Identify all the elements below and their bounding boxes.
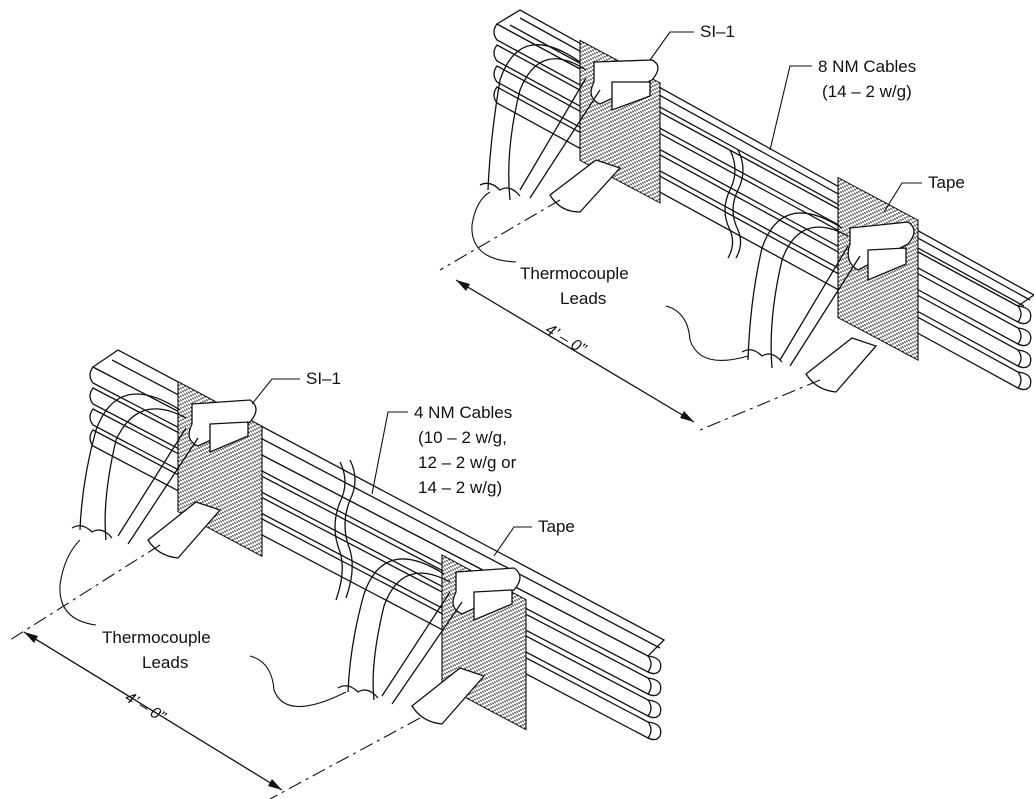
top-break-line bbox=[732, 149, 744, 259]
top-tape-wrap-right bbox=[805, 176, 919, 393]
bottom-thermocouple-label-line1: Thermocouple bbox=[102, 628, 211, 647]
bottom-break-line bbox=[344, 459, 356, 599]
bottom-sample-label: SI–1 bbox=[306, 369, 341, 388]
top-cable-top-face bbox=[495, 9, 1034, 307]
bottom-centerline-left bbox=[9, 544, 161, 641]
bottom-tape-wrap-left bbox=[147, 380, 263, 559]
bottom-tape-wrap-right bbox=[411, 554, 527, 731]
top-centerline-right bbox=[699, 379, 821, 431]
top-cable-3 bbox=[493, 65, 1022, 367]
top-thermocouple-label-line2: Leads bbox=[560, 289, 606, 308]
top-cables-label-line2: (14 – 2 w/g) bbox=[822, 82, 912, 101]
top-dimension-label: 4’ – 0” bbox=[542, 321, 589, 358]
bottom-dimension-line bbox=[23, 631, 283, 791]
bottom-dimension-label: 4’ – 0” bbox=[122, 689, 169, 726]
bottom-thermocouple-leads bbox=[71, 393, 463, 705]
bottom-assembly: 4’ – 0” SI–1 4 NM Cables (10 – 2 w/g, 12… bbox=[9, 349, 666, 799]
bottom-centerline-right bbox=[269, 717, 421, 799]
top-tape-label: Tape bbox=[928, 173, 965, 192]
bottom-cables-label-line1: 4 NM Cables bbox=[414, 403, 512, 422]
top-assembly: 4’ – 0” SI–1 8 NM Cables (14 – 2 w/g) Ta… bbox=[439, 9, 1034, 431]
bottom-cables-label-line2: (10 – 2 w/g, bbox=[418, 428, 507, 447]
top-sample-label: SI–1 bbox=[700, 22, 735, 41]
bottom-thermocouple-label-line2: Leads bbox=[142, 653, 188, 672]
top-cables-label-line1: 8 NM Cables bbox=[818, 57, 916, 76]
bottom-cables-label-line3: 12 – 2 w/g or bbox=[418, 453, 517, 472]
bottom-tape-label: Tape bbox=[538, 517, 575, 536]
top-centerline-left bbox=[439, 199, 561, 271]
top-tape-wrap-left bbox=[549, 39, 661, 213]
top-thermocouple-leads bbox=[479, 44, 861, 369]
bottom-cables-label-line4: 14 – 2 w/g) bbox=[418, 478, 502, 497]
top-thermocouple-label-line1: Thermocouple bbox=[520, 264, 629, 283]
top-dimension-line bbox=[455, 279, 695, 423]
